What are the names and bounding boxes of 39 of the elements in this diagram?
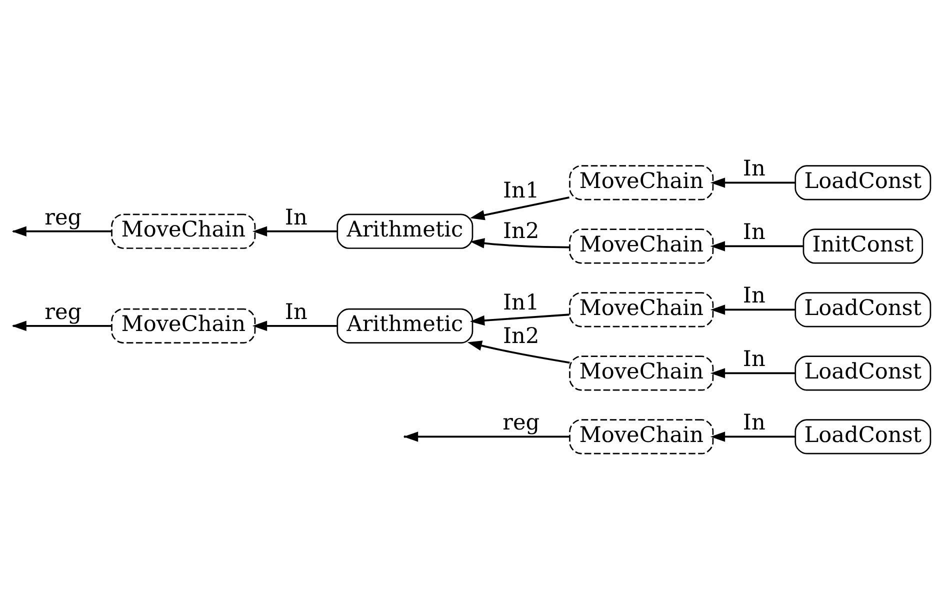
node-box: InitConst — [802, 228, 924, 264]
arrow — [470, 196, 570, 220]
node-box: MoveChain — [569, 355, 714, 390]
edge-label: In — [742, 220, 766, 245]
arrow — [710, 431, 796, 442]
node-box: MoveChain — [569, 418, 714, 454]
arrow — [467, 340, 570, 364]
node-box: MoveChain — [111, 308, 256, 343]
edge-label: In1 — [503, 290, 540, 315]
arrow — [252, 320, 338, 331]
node-box: LoadConst — [794, 418, 932, 454]
node-box: MoveChain — [111, 213, 256, 248]
arrow — [470, 238, 570, 248]
edge-label: In1 — [503, 178, 540, 203]
node-box: LoadConst — [794, 292, 932, 327]
edge-label: reg — [44, 204, 82, 230]
arrow — [710, 240, 803, 251]
edge-label: In — [742, 410, 766, 436]
arrow — [710, 368, 796, 378]
edge-label: In — [742, 156, 766, 182]
edge-label: In2 — [503, 324, 540, 349]
node-box: Arithmetic — [336, 308, 474, 343]
arrow — [710, 177, 796, 188]
edge-label: In2 — [503, 218, 540, 244]
arrow — [710, 304, 796, 314]
edge-label: In — [742, 346, 766, 372]
arrow — [252, 226, 338, 236]
node-box: LoadConst — [794, 355, 932, 390]
node-box: MoveChain — [569, 292, 714, 327]
node-box: Arithmetic — [336, 213, 474, 248]
edge-label: reg — [502, 410, 540, 436]
node-box: LoadConst — [794, 164, 932, 200]
edge-label: reg — [44, 299, 82, 324]
edge-label: In — [284, 204, 308, 230]
arrow — [470, 313, 570, 326]
node-box: MoveChain — [569, 164, 714, 200]
edge-label: In — [284, 299, 308, 324]
edge-label: In — [742, 283, 766, 308]
node-box: MoveChain — [569, 228, 714, 264]
